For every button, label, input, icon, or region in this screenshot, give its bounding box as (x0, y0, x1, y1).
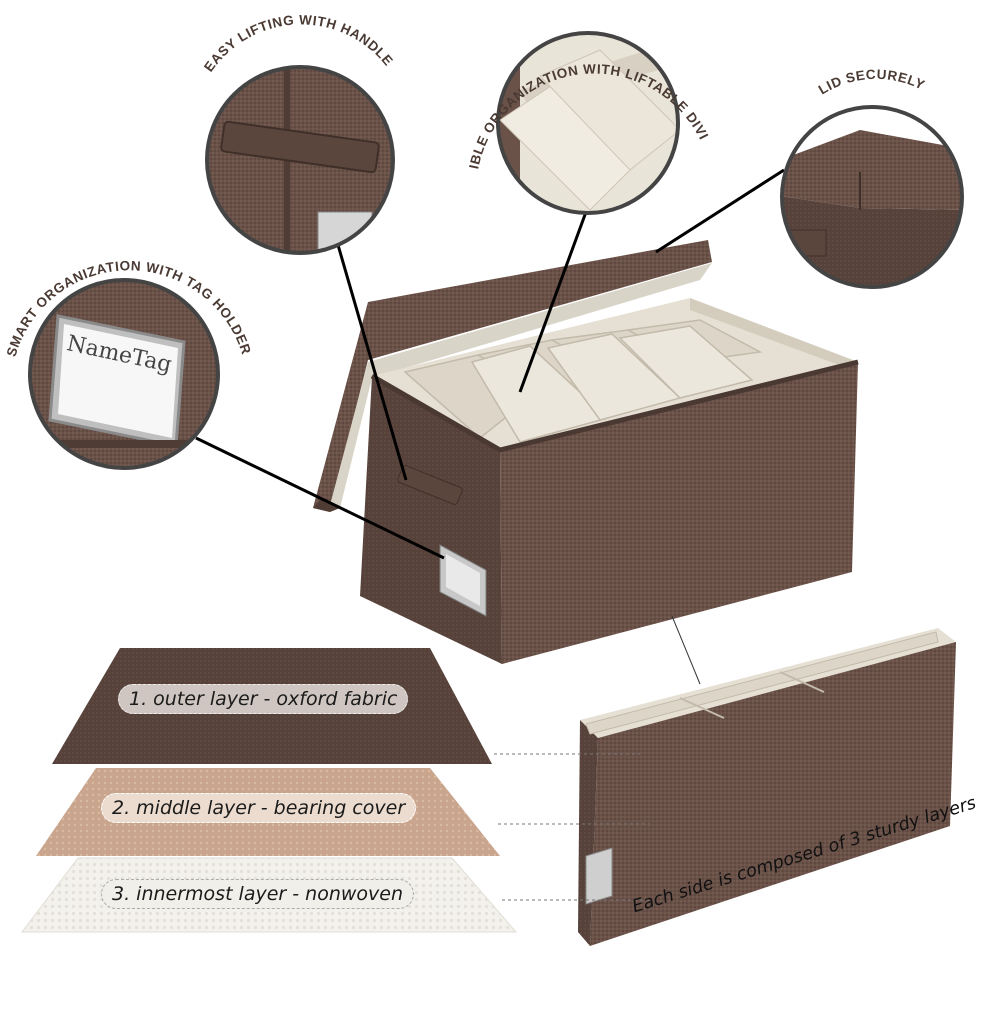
box-cross-section (578, 628, 956, 946)
callout-tag-holder (28, 278, 220, 470)
callout-leaders (195, 168, 785, 560)
box-lid (313, 240, 712, 512)
tag-holder-window (439, 544, 487, 617)
layer-label-middle: 2. middle layer - bearing cover (101, 793, 417, 823)
callout-handle (205, 65, 395, 255)
callout-dividers (496, 31, 680, 215)
layer-label-inner: 3. innermost layer - nonwoven (101, 879, 415, 909)
callout-label-lid: LID SECURELY (816, 67, 928, 98)
callout-lid (780, 105, 964, 289)
box-dividers (403, 319, 763, 443)
storage-box (313, 240, 859, 664)
layer-guides (494, 753, 652, 901)
handle-icon (397, 465, 463, 505)
layer-label-outer: 1. outer layer - oxford fabric (118, 684, 409, 714)
box-front (500, 362, 858, 664)
